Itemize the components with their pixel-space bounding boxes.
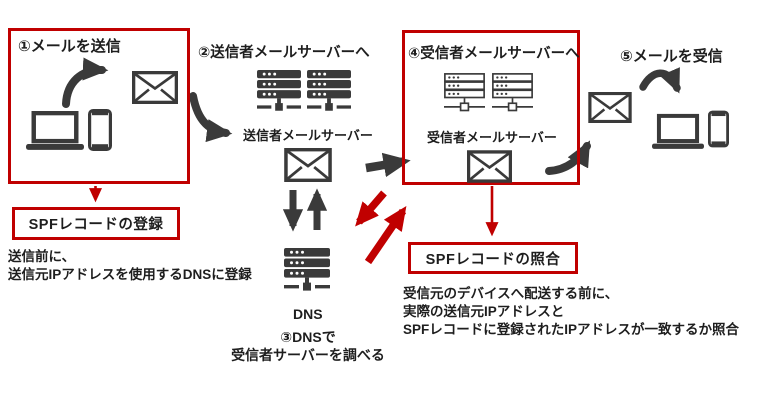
envelope-icon: [467, 150, 512, 183]
receiver-server-icon: [444, 73, 485, 114]
spf-registration-note-line1: 送信前に、: [8, 249, 76, 264]
envelope-icon: [588, 92, 632, 123]
step3-label-line1: ③DNSで: [280, 329, 336, 345]
envelope-icon: [284, 148, 332, 182]
laptop-icon: [652, 113, 704, 150]
sender-server-icon: [307, 70, 351, 114]
step3-label-line2: 受信者サーバーを調べる: [231, 347, 385, 363]
arrow-receiver-to-dns-red: [355, 190, 387, 227]
arrow-step1-to-sender-server: [189, 92, 233, 143]
sender-server-label: 送信者メールサーバー: [243, 128, 373, 143]
spf-registration-title: SPFレコードの登録: [28, 217, 164, 233]
step4-receiver-box: [402, 30, 580, 185]
step4-label: ④受信者メールサーバーへ: [408, 46, 580, 62]
receiver-server-icon: [492, 73, 533, 114]
smartphone-icon: [708, 108, 729, 150]
arrow-sender-to-receiver: [365, 152, 411, 178]
step2-label: ②送信者メールサーバーへ: [198, 45, 370, 61]
spf-verification-box: SPFレコードの照合: [408, 242, 578, 274]
step5-label: ⑤メールを受信: [620, 48, 723, 65]
spf-verification-title: SPFレコードの照合: [425, 251, 561, 268]
sender-server-icon: [257, 70, 301, 114]
spf-verification-note-line2: 実際の送信元IPアドレスと: [403, 304, 565, 319]
envelope-icon: [132, 71, 178, 104]
step1-label: ①メールを送信: [18, 38, 121, 55]
arrow-mail-to-device: [639, 67, 681, 94]
dns-server-icon: [284, 248, 330, 294]
spf-registration-note-line2: 送信元IPアドレスを使用するDNSに登録: [8, 267, 252, 282]
dns-label: DNS: [293, 306, 323, 322]
receiver-server-label: 受信者メールサーバー: [427, 130, 557, 145]
smartphone-icon: [88, 109, 112, 151]
step1-sender-box: [8, 28, 190, 184]
spf-registration-box: SPFレコードの登録: [12, 207, 180, 240]
arrow-dns-to-receiver-red: [364, 206, 407, 265]
spf-verification-note-line3: SPFレコードに登録されたIPアドレスが一致するか照合: [403, 322, 740, 337]
laptop-icon: [26, 111, 84, 150]
spf-verification-note-line1: 受信元のデバイスへ配送する前に、: [403, 286, 619, 301]
